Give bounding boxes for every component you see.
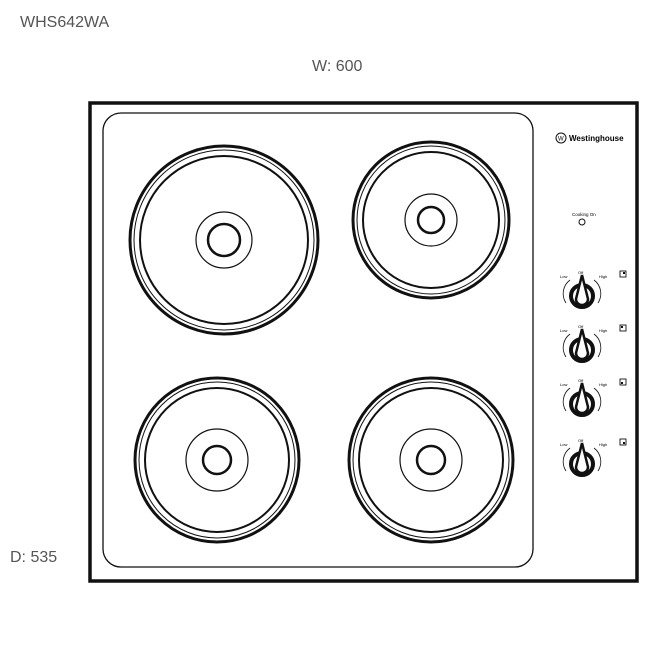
model-label: WHS642WA bbox=[20, 14, 110, 31]
knob-label-high: High bbox=[599, 328, 607, 333]
burner-4 bbox=[347, 376, 515, 544]
knob-label-off: Off bbox=[578, 270, 584, 275]
burner-position-indicator-3 bbox=[619, 378, 627, 386]
knob-label-high: High bbox=[599, 442, 607, 447]
knob-label-off: Off bbox=[578, 378, 584, 383]
burner-3 bbox=[133, 376, 301, 544]
knob-label-low: Low bbox=[560, 442, 567, 447]
cooking-on-indicator bbox=[578, 218, 586, 226]
knob-label-low: Low bbox=[560, 382, 567, 387]
burner-position-indicator-4 bbox=[619, 438, 627, 446]
burner-position-indicator-2 bbox=[619, 324, 627, 332]
knob-label-off: Off bbox=[578, 438, 584, 443]
burner-2 bbox=[351, 140, 511, 300]
depth-dimension: D: 535 bbox=[10, 549, 58, 566]
cooking-on-label: Cooking On bbox=[572, 212, 596, 217]
burner-1 bbox=[128, 144, 320, 336]
svg-text:W: W bbox=[558, 137, 564, 143]
knob-label-low: Low bbox=[560, 328, 567, 333]
knob-label-low: Low bbox=[560, 274, 567, 279]
cooking-surface bbox=[102, 112, 534, 568]
knob-label-high: High bbox=[599, 382, 607, 387]
knob-label-high: High bbox=[599, 274, 607, 279]
brand-text: Westinghouse bbox=[569, 134, 624, 143]
brand-logo: W Westinghouse bbox=[555, 132, 624, 144]
burner-position-indicator-1 bbox=[619, 270, 627, 278]
width-dimension: W: 600 bbox=[312, 58, 363, 75]
knob-label-off: Off bbox=[578, 324, 584, 329]
